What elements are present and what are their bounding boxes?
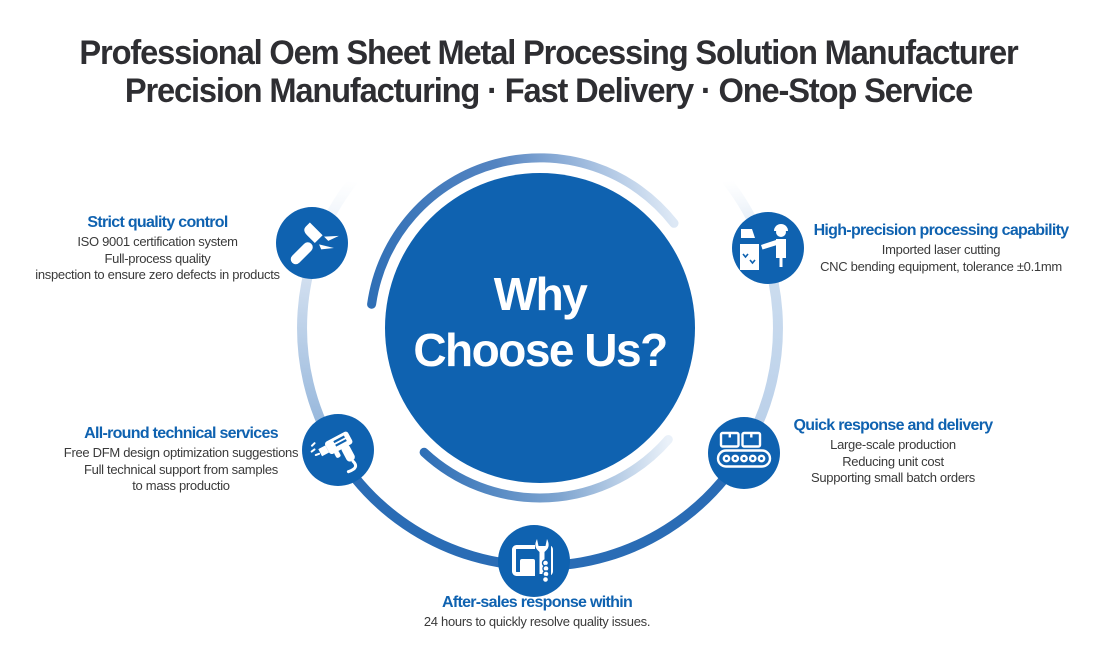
drill-icon: [302, 414, 374, 486]
feature-quick-response-delivery: Quick response and delivery Large-scale …: [758, 416, 1028, 487]
feature-line: 24 hours to quickly resolve quality issu…: [423, 614, 651, 629]
heading-line-2: Precision Manufacturing · Fast Delivery …: [124, 72, 974, 110]
heading-line-1: Professional Oem Sheet Metal Processing …: [79, 34, 1018, 72]
center-label-line-2: Choose Us?: [413, 324, 668, 376]
feature-title: Quick response and delivery: [793, 417, 994, 434]
feature-line: Full-process quality: [104, 250, 211, 266]
inner-ring-top-arc: [367, 153, 679, 309]
feature-title: All-round technical services: [84, 425, 279, 442]
feature-line: Reducing unit cost: [842, 453, 944, 469]
feature-title: Strict quality control: [87, 214, 228, 231]
feature-line: inspection to ensure zero defects in pro…: [35, 267, 280, 282]
inner-ring-bottom-arc: [419, 435, 673, 503]
feature-strict-quality-control: Strict quality control ISO 9001 certific…: [25, 213, 290, 284]
wrench-hand-icon: [498, 525, 570, 597]
outer-ring-right-arc: [722, 176, 783, 452]
feature-line: Full technical support from samples: [84, 461, 278, 477]
inner-ring: [367, 153, 679, 503]
feature-line: Free DFM design optimization suggestions: [63, 445, 299, 460]
worker-machine-icon: [732, 212, 804, 284]
feature-line: ISO 9001 certification system: [77, 234, 238, 249]
feature-line: CNC bending equipment, tolerance ±0.1mm: [820, 258, 1062, 274]
hammer-icon: [276, 207, 348, 279]
feature-line: Imported laser cutting: [881, 242, 1001, 257]
feature-after-sales-response: After-sales response within 24 hours to …: [402, 593, 672, 631]
feature-high-precision-processing: High-precision processing capability Imp…: [806, 221, 1076, 275]
center-label: Why Choose Us?: [380, 266, 700, 378]
feature-line: Supporting small batch orders: [810, 470, 975, 485]
page-title: Professional Oem Sheet Metal Processing …: [22, 34, 1075, 110]
feature-line: Large-scale production: [830, 437, 956, 452]
center-label-line-1: Why: [493, 268, 588, 320]
center-circle: [385, 173, 695, 483]
feature-line: to mass productio: [132, 478, 230, 493]
feature-title: High-precision processing capability: [813, 222, 1070, 239]
feature-all-round-technical-services: All-round technical services Free DFM de…: [48, 424, 314, 495]
conveyor-boxes-icon: [708, 417, 780, 489]
feature-title: After-sales response within: [441, 594, 633, 611]
